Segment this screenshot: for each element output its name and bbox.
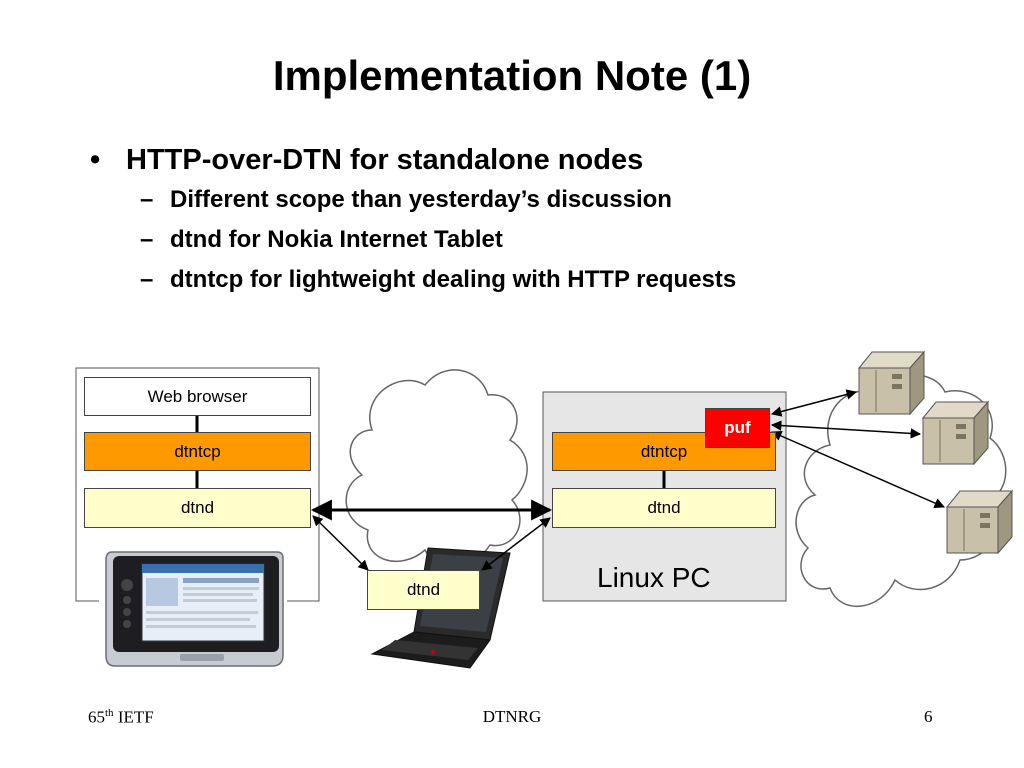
footer-center: DTNRG	[482, 707, 542, 726]
nokia-tablet-image	[99, 546, 287, 667]
footer-ietf: IETF	[113, 707, 154, 727]
server-icon	[945, 489, 1014, 555]
middle-cloud	[345, 369, 528, 567]
footer-superscript: th	[105, 707, 114, 719]
slide-title: Implementation Note (1)	[272, 52, 752, 99]
linux-pc-label: Linux PC	[597, 562, 711, 593]
link-arrow	[481, 517, 551, 571]
dash-symbol: –	[140, 266, 154, 293]
bullet-item: • HTTP-over-DTN for standalone nodes	[90, 140, 736, 180]
bullet-text: HTTP-over-DTN for standalone nodes	[126, 144, 644, 176]
dtntcp-box-left: dtntcp	[84, 432, 311, 471]
server-icon	[921, 400, 990, 466]
subbullet-text: Different scope than yesterday’s discuss…	[170, 186, 672, 213]
link-arrow	[312, 515, 369, 571]
dtnd-box-laptop: dtnd	[367, 570, 480, 610]
subbullet-text: dtnd for Nokia Internet Tablet	[170, 226, 503, 253]
subbullet-item: – Different scope than yesterday’s discu…	[90, 180, 736, 220]
server-icon	[857, 350, 926, 416]
page-number: 6	[924, 707, 933, 726]
bullet-list: • HTTP-over-DTN for standalone nodes – D…	[90, 140, 736, 300]
footer-number: 65	[88, 707, 105, 727]
dash-symbol: –	[140, 226, 154, 253]
dash-symbol: –	[140, 186, 154, 213]
footer-left: 65th IETF	[88, 707, 154, 728]
puf-box: puf	[705, 408, 770, 448]
web-browser-box: Web browser	[84, 377, 311, 416]
bullet-symbol: •	[90, 144, 101, 176]
link-arrow	[771, 430, 945, 509]
dtnd-box-right: dtnd	[552, 488, 776, 528]
link-arrow	[770, 389, 858, 417]
subbullet-text: dtntcp for lightweight dealing with HTTP…	[170, 266, 737, 293]
subbullet-item: – dtnd for Nokia Internet Tablet	[90, 220, 736, 260]
subbullet-item: – dtntcp for lightweight dealing with HT…	[90, 260, 736, 300]
dtnd-box-left: dtnd	[84, 488, 311, 528]
